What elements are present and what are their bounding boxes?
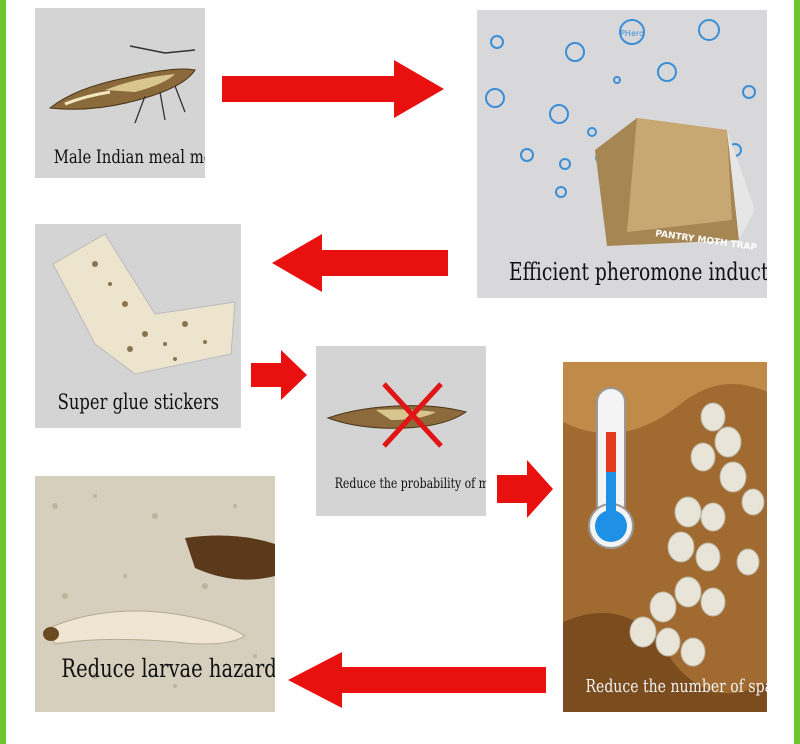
spawning-caption: Reduce the number of spawning xyxy=(585,676,767,697)
spawning-illustration xyxy=(563,362,767,712)
glue-sticker-illustration xyxy=(52,233,236,375)
arrow-right-3 xyxy=(497,460,553,518)
pheromone-illustration: PHero PANTRY MOTH TRAP xyxy=(485,19,758,253)
larvae-illustration xyxy=(35,476,275,712)
panel-mating: Reduce the probability of mating xyxy=(316,346,486,516)
frame-left-border xyxy=(0,0,6,744)
panel-pheromone: PHero PANTRY MOTH TRAP Efficient pheromo… xyxy=(477,10,767,298)
arrow-right-1 xyxy=(222,60,444,118)
larvae-caption: Reduce larvae hazards xyxy=(61,654,275,683)
mating-caption: Reduce the probability of mating xyxy=(334,476,486,492)
mating-illustration xyxy=(326,382,468,448)
panel-spawning: Reduce the number of spawning xyxy=(563,362,767,712)
frame-right-border xyxy=(794,0,800,744)
moth-illustration xyxy=(48,45,196,124)
moth-caption: Male Indian meal moth xyxy=(53,146,205,168)
sticker-caption: Super glue stickers xyxy=(57,390,220,414)
arrow-left-2 xyxy=(288,652,546,708)
arrow-right-2 xyxy=(251,350,307,400)
arrow-left-1 xyxy=(272,234,448,292)
panel-glue-sticker: Super glue stickers xyxy=(35,224,241,428)
molecule-label: PHero xyxy=(620,29,644,38)
pheromone-caption: Efficient pheromone induction xyxy=(508,258,767,286)
panel-larvae: Reduce larvae hazards xyxy=(35,476,275,712)
panel-male-moth: Male Indian meal moth xyxy=(35,8,205,178)
